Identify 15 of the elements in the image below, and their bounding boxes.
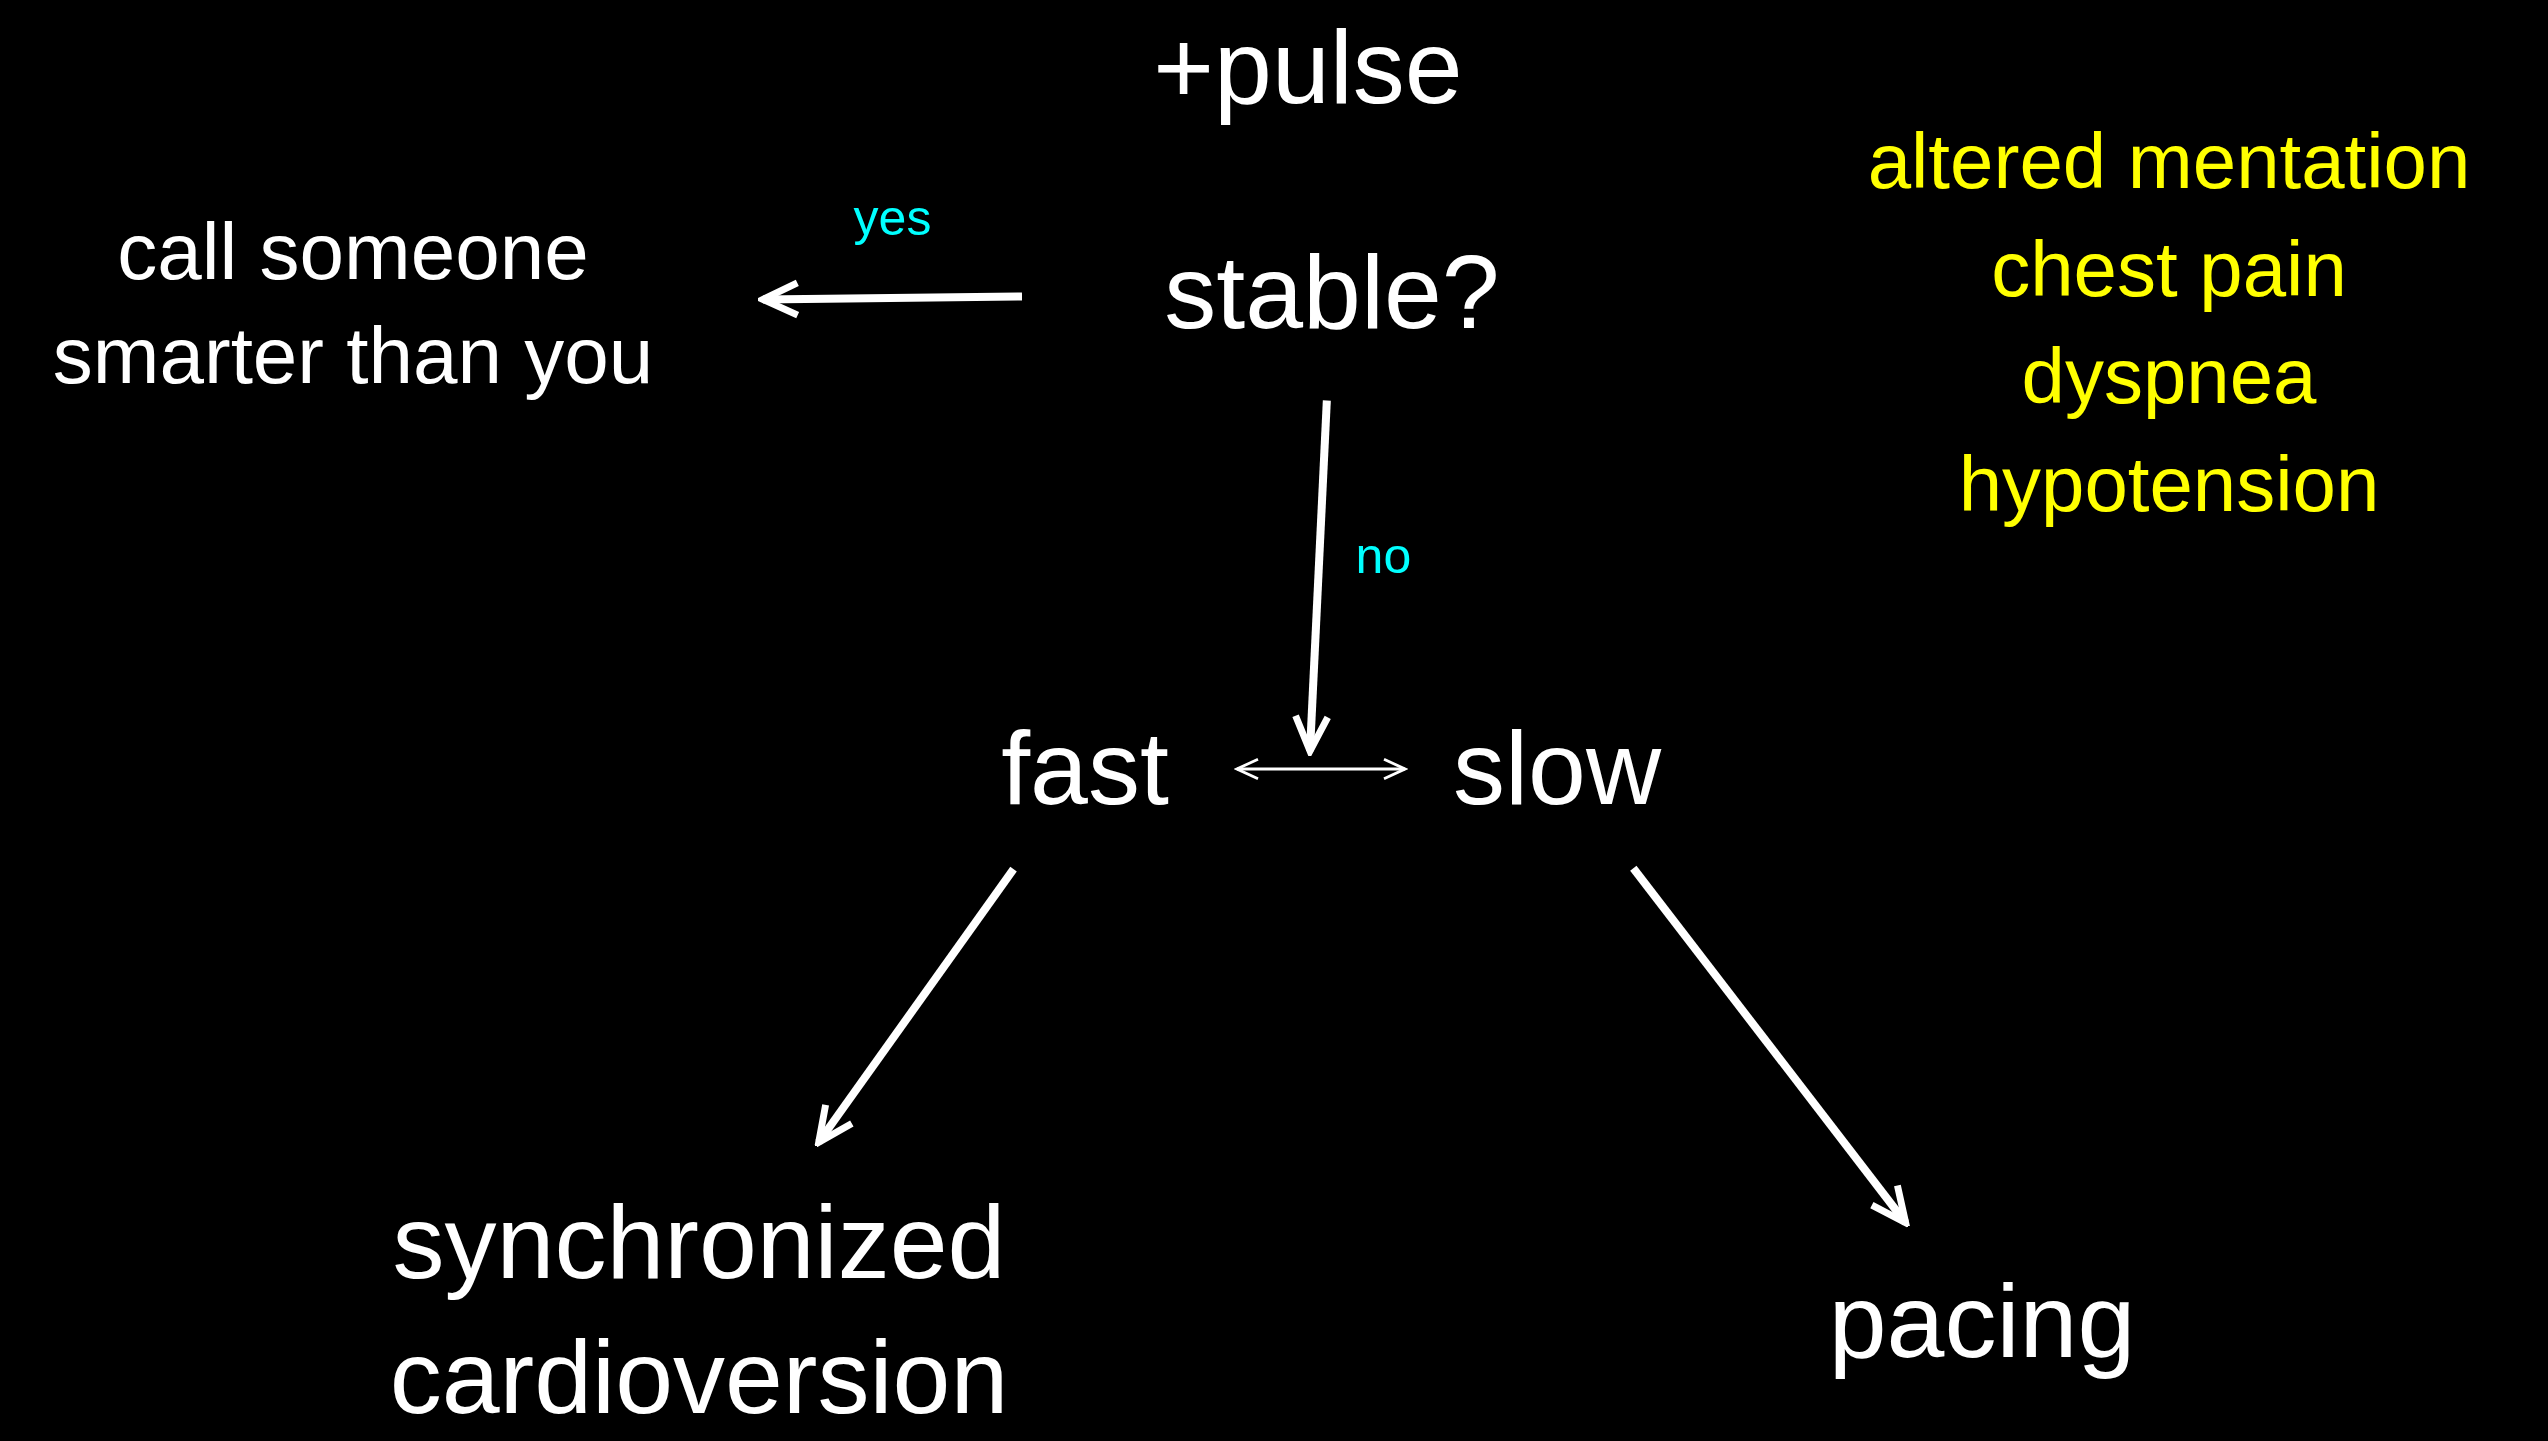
node-text: pacing <box>1827 1262 2137 1382</box>
node-text: synchronized cardioversion <box>388 1182 1010 1437</box>
arrow <box>1235 757 1407 781</box>
node-text: fast <box>1000 709 1170 829</box>
symptom-text: hypotension <box>1958 438 2380 530</box>
arrow <box>815 866 1017 1146</box>
symptom-text: altered mentation <box>1867 116 2471 207</box>
node-text: slow <box>1451 709 1663 829</box>
node-text: stable? <box>1163 233 1501 353</box>
node-text: +pulse <box>1152 8 1464 128</box>
node-text: call someone smarter than you <box>51 206 655 402</box>
symptom-text: chest pain <box>1991 223 2347 315</box>
arrow <box>759 279 1023 319</box>
symptom-text: dyspnea <box>2021 331 2317 423</box>
arrow <box>1630 865 1910 1227</box>
